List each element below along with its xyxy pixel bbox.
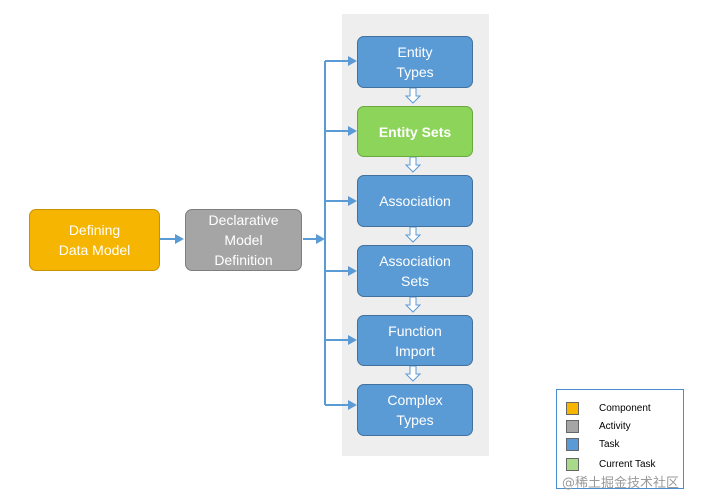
legend-item-activity: Activity: [566, 419, 631, 433]
node-entity-sets: Entity Sets: [357, 106, 473, 157]
legend-swatch-task: [566, 437, 579, 451]
arrowhead-entity-types: [348, 56, 357, 66]
arrowhead-declarative: [175, 234, 184, 244]
legend-item-component: Component: [566, 401, 651, 415]
node-association-sets: Association Sets: [357, 245, 473, 297]
legend-swatch-component: [566, 401, 579, 415]
arrowhead-bracket: [316, 234, 325, 244]
node-function-import: Function Import: [357, 315, 473, 366]
arrowhead-entity-sets: [348, 126, 357, 136]
down-arrow-4: [404, 296, 422, 313]
arrowhead-association: [348, 196, 357, 206]
arrowhead-association-sets: [348, 266, 357, 276]
down-arrow-5: [404, 365, 422, 382]
legend-swatch-activity: [566, 419, 579, 433]
legend-label-activity: Activity: [599, 420, 631, 432]
legend: Component Activity Task Current Task: [556, 389, 684, 489]
legend-swatch-current-task: [566, 457, 579, 471]
node-defining-data-model: Defining Data Model: [29, 209, 160, 271]
arrowhead-function-import: [348, 335, 357, 345]
node-association: Association: [357, 175, 473, 227]
arrowhead-complex-types: [348, 400, 357, 410]
node-entity-types: Entity Types: [357, 36, 473, 88]
down-arrow-2: [404, 156, 422, 173]
node-complex-types: Complex Types: [357, 384, 473, 436]
legend-label-component: Component: [599, 402, 651, 414]
legend-label-task: Task: [599, 438, 620, 450]
down-arrow-3: [404, 226, 422, 243]
down-arrow-1: [404, 87, 422, 104]
node-declarative-model-definition: Declarative Model Definition: [185, 209, 302, 271]
legend-label-current-task: Current Task: [599, 458, 656, 470]
legend-item-current-task: Current Task: [566, 457, 656, 471]
watermark: @稀土掘金技术社区: [562, 476, 680, 491]
legend-item-task: Task: [566, 437, 620, 451]
